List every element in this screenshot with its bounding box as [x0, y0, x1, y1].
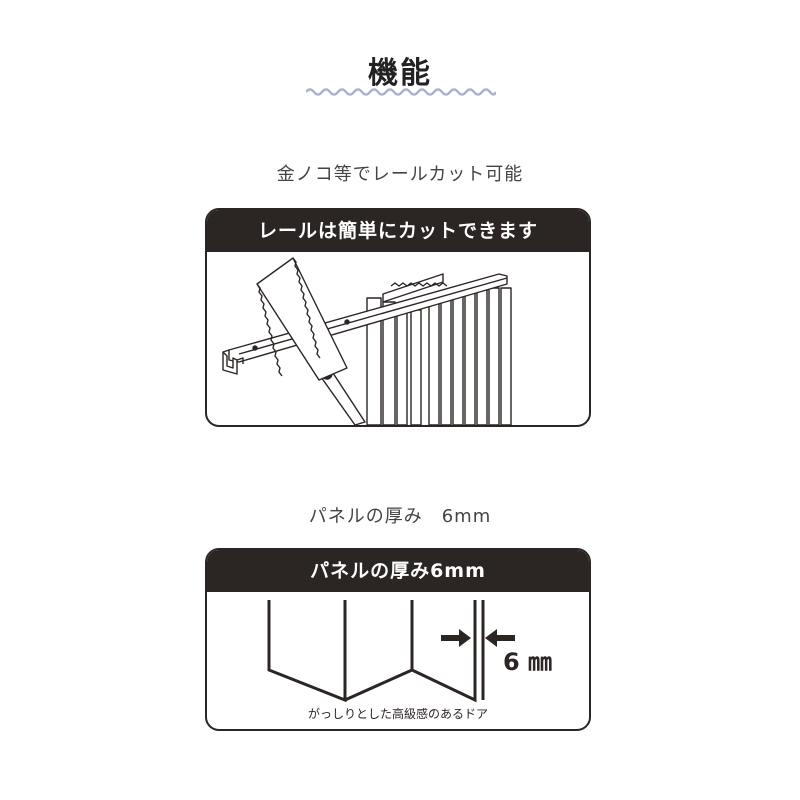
rail-cut-card-title: レールは簡単にカットできます	[207, 210, 589, 252]
section-title: 機能	[368, 56, 432, 91]
rail-cutting-illustration	[222, 257, 512, 425]
panel-footnote: がっしりとした高級感のあるドア	[308, 706, 488, 721]
rail-cut-card: レールは簡単にカットできます	[205, 208, 591, 427]
thickness-arrows	[441, 629, 515, 647]
panel-thickness-illustration: 6 ㎜ がっしりとした高級感のあるドア	[267, 600, 552, 721]
panel-thickness-card: パネルの厚み6mm 6 ㎜ がっしりとした高級感のあるドア	[205, 548, 591, 731]
wavy-underline	[306, 88, 496, 96]
thickness-label: 6 ㎜	[503, 648, 552, 676]
rail-cut-caption: 金ノコ等でレールカット可能	[276, 164, 524, 185]
panel-thickness-card-title: パネルの厚み6mm	[207, 550, 589, 592]
panel-thickness-caption: パネルの厚み 6mm	[308, 506, 492, 527]
